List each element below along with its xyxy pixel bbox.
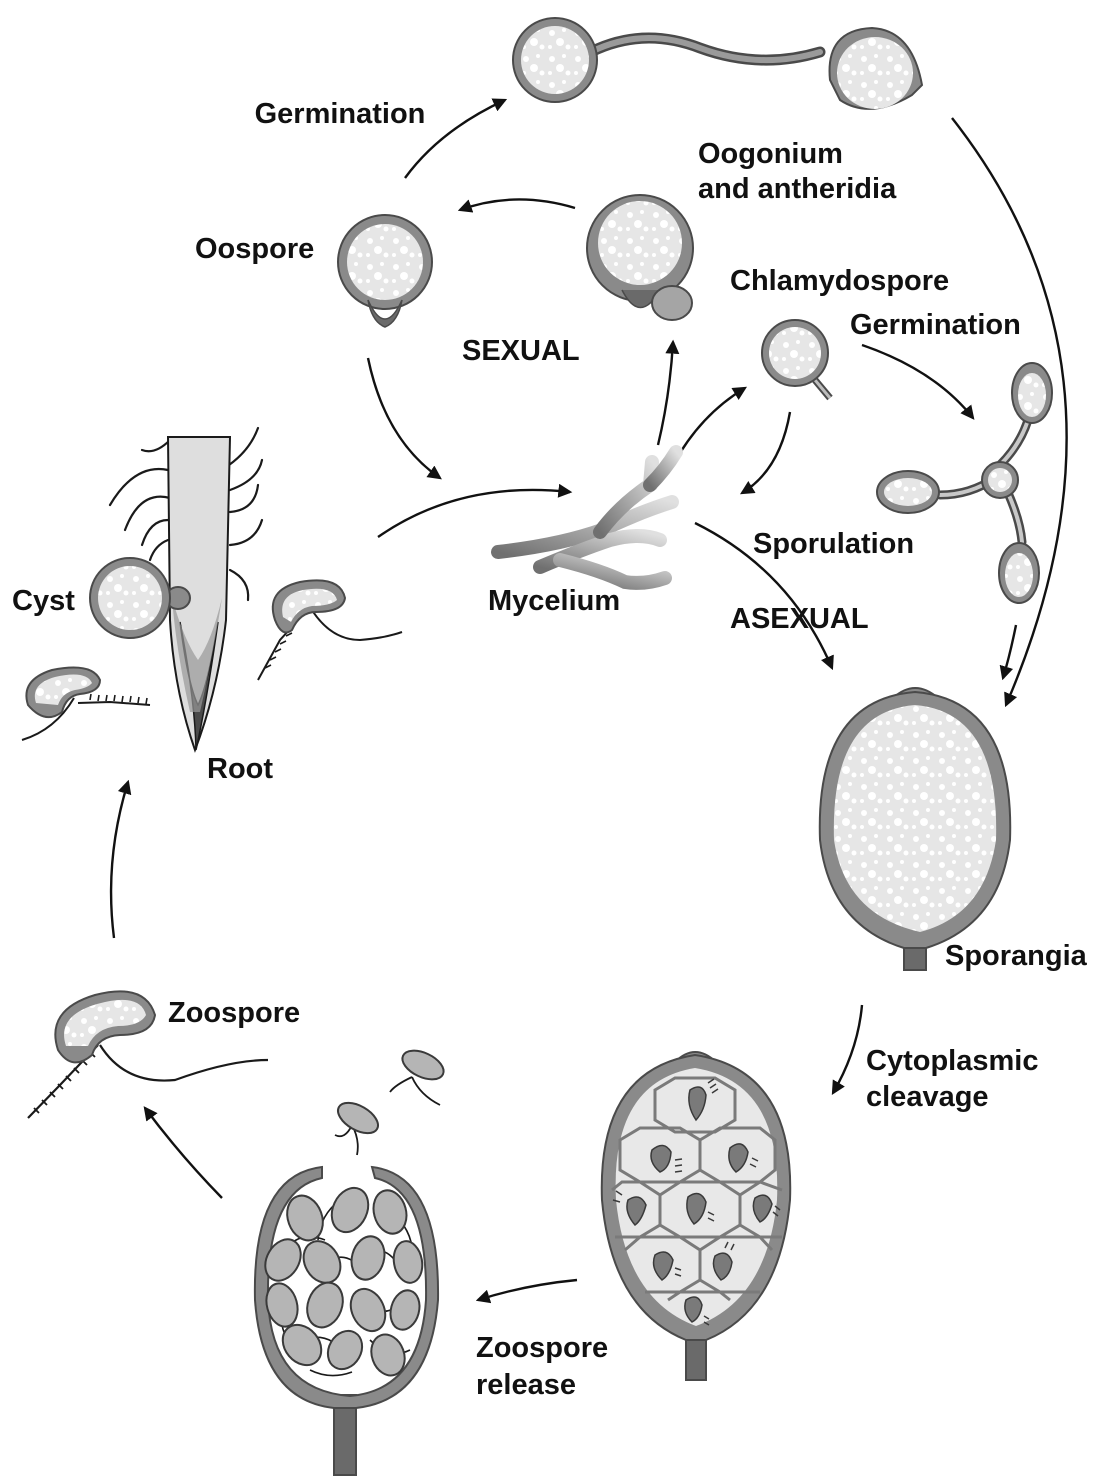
label-mycelium: Mycelium	[488, 585, 620, 617]
label-release-line2: release	[476, 1369, 576, 1401]
arrow-release-to-zoospore	[145, 1108, 222, 1198]
arrow-sporulation-to-sporangia	[1003, 625, 1016, 678]
label-oospore: Oospore	[195, 233, 314, 265]
germinating-chlamydospore-icon	[877, 363, 1052, 603]
oospore-icon	[338, 215, 432, 327]
label-zoospore: Zoospore	[168, 997, 300, 1029]
label-oogonium-line2: and antheridia	[698, 173, 897, 205]
mycelium-icon	[498, 452, 676, 583]
label-cytoplasmic-line2: cleavage	[866, 1081, 989, 1113]
label-cyst: Cyst	[12, 585, 75, 617]
arrow-root-to-mycelium	[378, 490, 570, 537]
encysting-zoospore-icon	[258, 580, 402, 680]
label-germination-top: Germination	[255, 98, 426, 130]
germinating-oospore-icon	[513, 18, 922, 109]
label-oogonium-line1: Oogonium	[698, 138, 843, 170]
oogonium-icon	[587, 195, 693, 320]
label-sexual: SEXUAL	[462, 335, 580, 367]
label-germination-right: Germination	[850, 309, 1021, 341]
sporangium-icon	[820, 688, 1010, 970]
label-release-line1: Zoospore	[476, 1332, 608, 1364]
arrow-cleavage-to-release	[478, 1280, 577, 1300]
arrow-zoospore-to-root	[111, 782, 128, 938]
label-chlamydospore: Chlamydospore	[730, 265, 949, 297]
arrow-mycelium-to-oogonium	[658, 342, 673, 445]
releasing-sporangium-icon	[255, 1167, 438, 1475]
arrow-mycelium-to-chlamydospore	[673, 388, 745, 465]
label-root: Root	[207, 753, 273, 785]
arrow-chlamydospore-to-mycelium	[742, 412, 790, 493]
label-asexual: ASEXUAL	[730, 603, 869, 635]
label-sporulation: Sporulation	[753, 528, 914, 560]
chlamydospore-icon	[762, 320, 830, 398]
arrow-oogonium-to-oospore	[460, 199, 575, 210]
cleaving-sporangium-icon	[602, 1052, 790, 1380]
label-cytoplasmic-line1: Cytoplasmic	[866, 1045, 1038, 1077]
arrow-chlamydospore-germination	[862, 345, 973, 418]
arrow-oospore-to-mycelium	[368, 358, 440, 478]
arrow-sporangia-to-cleavage	[833, 1005, 862, 1093]
attaching-zoospore-icon	[22, 668, 150, 740]
arrow-germination-to-sporangia	[952, 118, 1067, 705]
label-sporangia: Sporangia	[945, 940, 1088, 972]
released-zoospores-icon	[333, 1045, 448, 1155]
